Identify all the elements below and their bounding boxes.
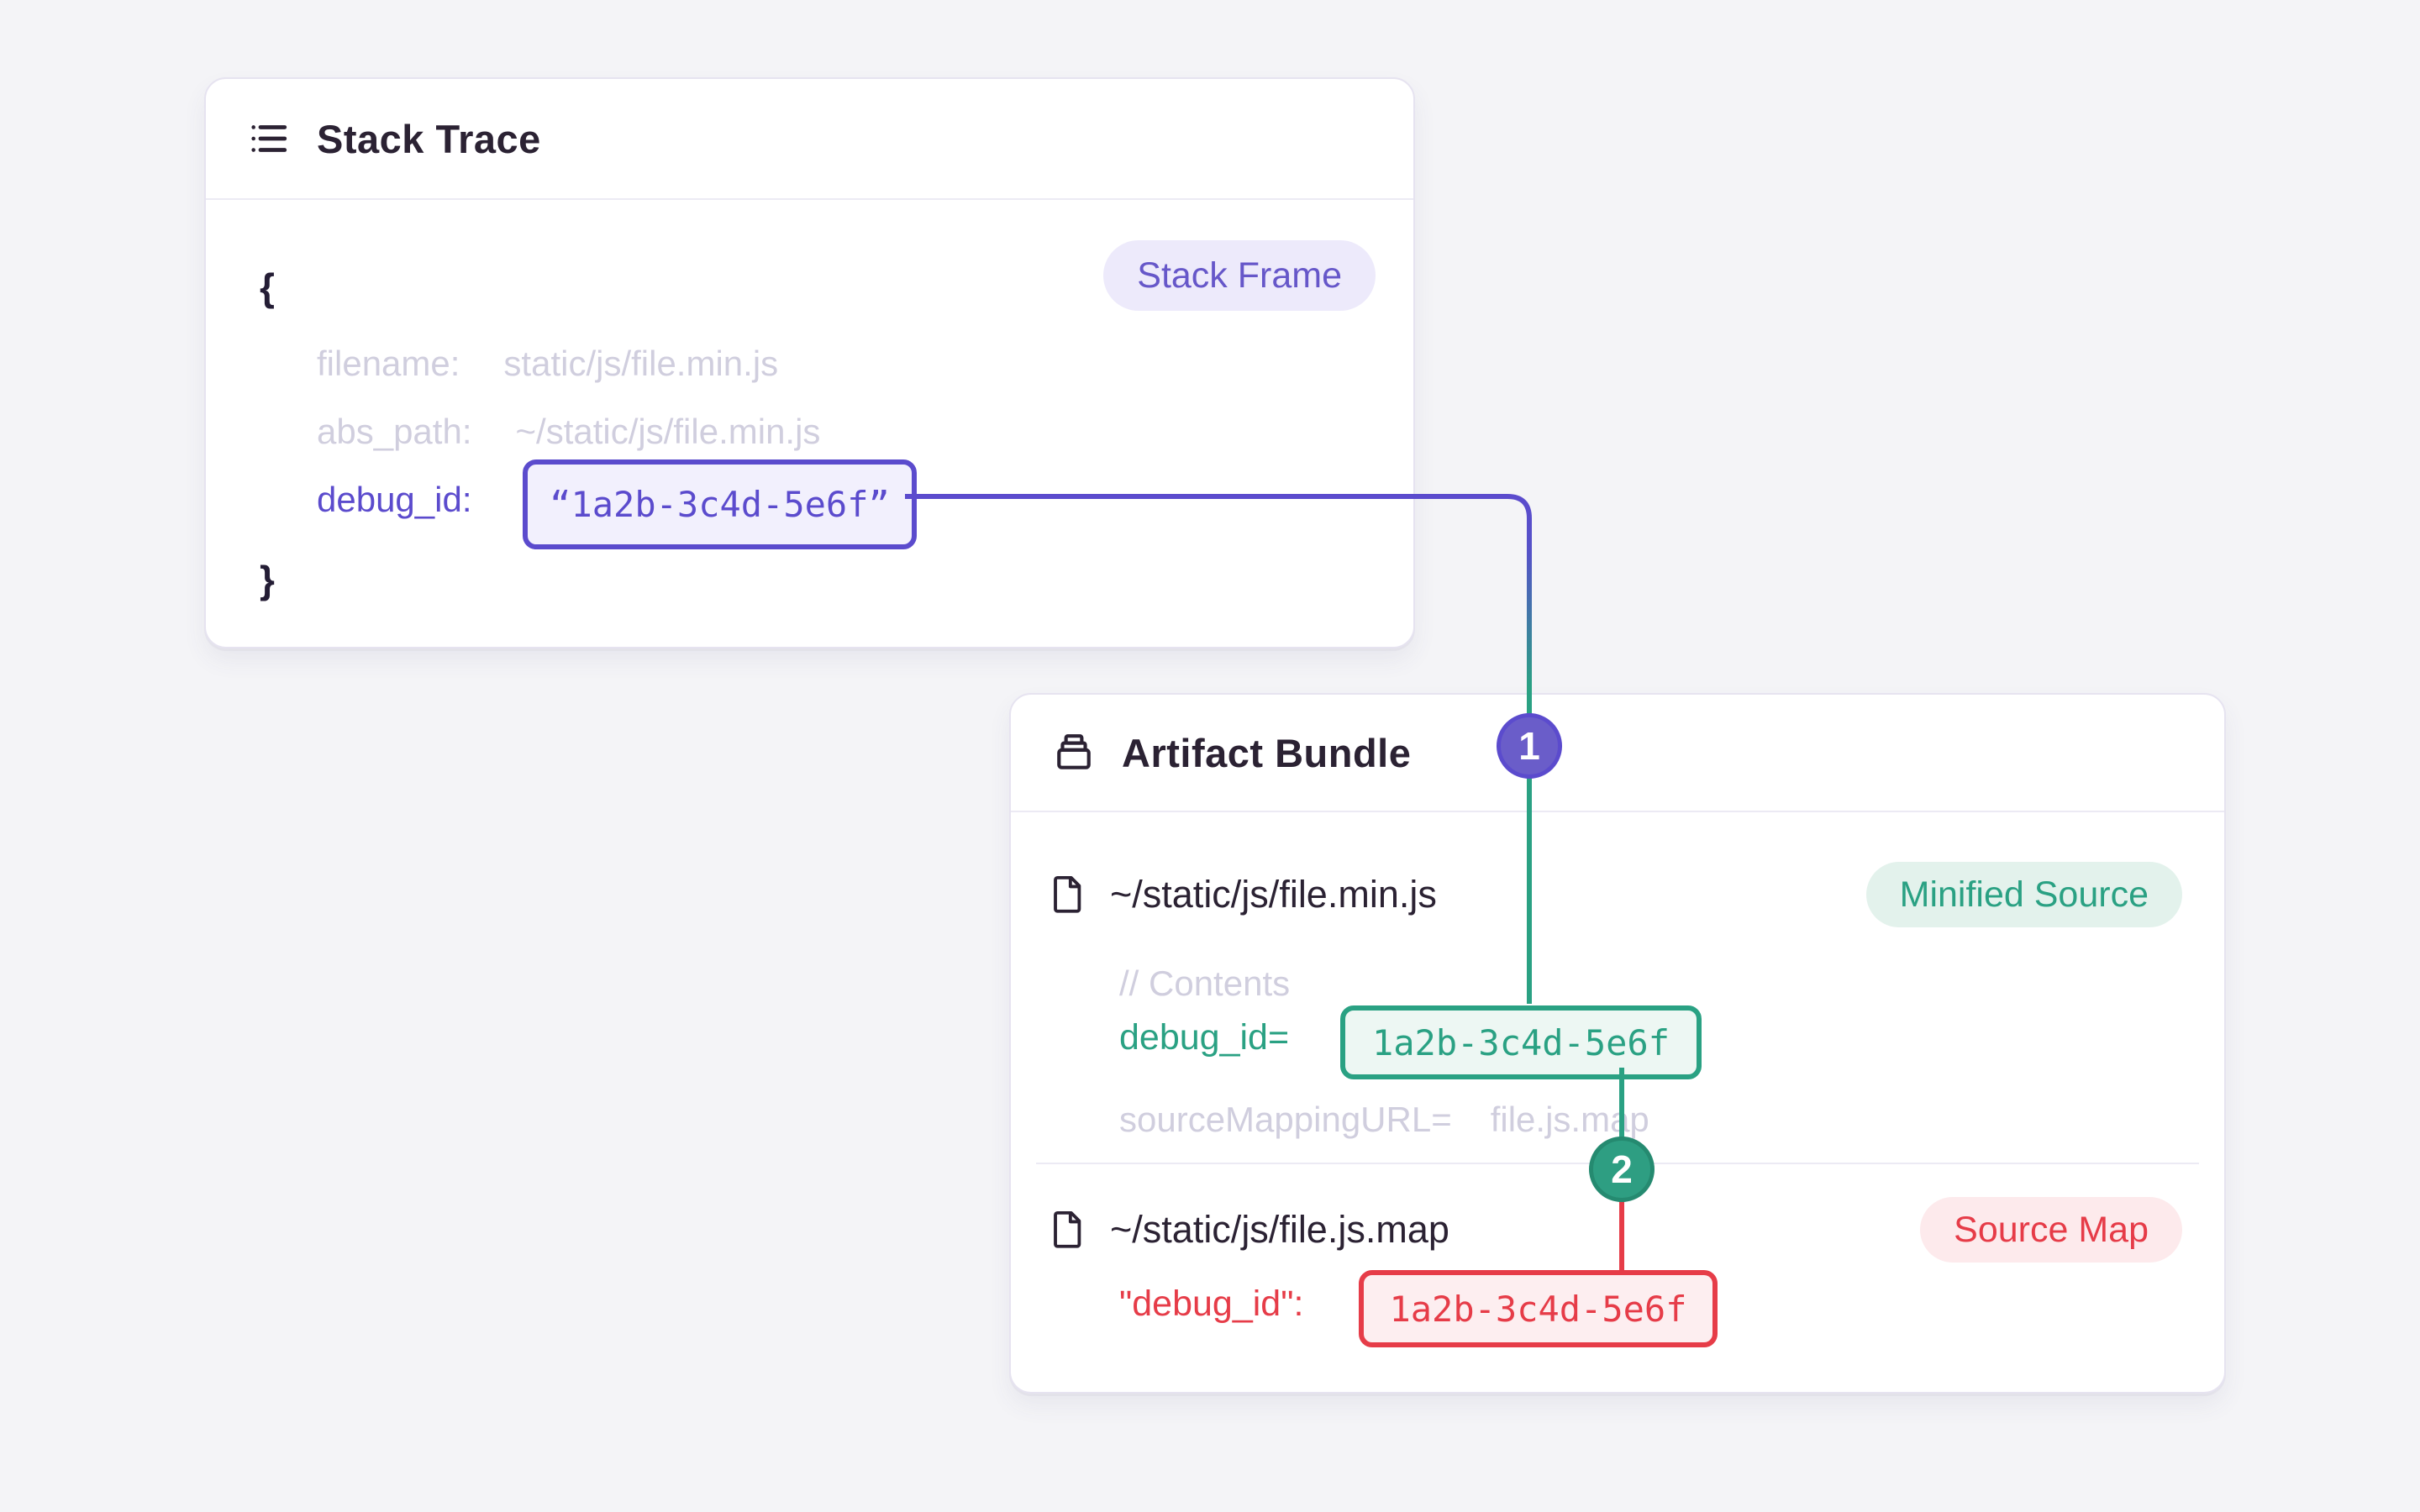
- filename-line: filename: static/js/file.min.js: [317, 339, 778, 388]
- stack-frame-badge: Stack Frame: [1103, 240, 1376, 311]
- source-mapping-key: sourceMappingURL=: [1119, 1100, 1452, 1139]
- stack-trace-title: Stack Trace: [317, 116, 541, 161]
- sourcemap-debug-id-value-box: 1a2b-3c4d-5e6f: [1359, 1270, 1718, 1347]
- artifact-bundle-header: Artifact Bundle: [1011, 695, 2224, 812]
- source-mapping-value: file.js.map: [1490, 1100, 1649, 1139]
- json-close-brace: }: [260, 558, 275, 601]
- bundle-stack-icon: [1057, 734, 1091, 769]
- list-icon: [251, 125, 287, 152]
- stack-trace-header: Stack Trace: [206, 79, 1413, 200]
- source-mapping-line: sourceMappingURL= file.js.map: [1119, 1095, 1649, 1145]
- contents-comment: // Contents: [1119, 963, 1291, 1003]
- filename-value: static/js/file.min.js: [503, 344, 779, 383]
- debug-id-key: debug_id:: [317, 479, 472, 519]
- json-open-brace: {: [260, 265, 275, 309]
- stack-trace-card: Stack Trace { Stack Frame filename: stat…: [204, 77, 1415, 648]
- minified-source-badge: Minified Source: [1865, 862, 2182, 927]
- step-1-badge: 1: [1497, 713, 1562, 779]
- abs-path-value: ~/static/js/file.min.js: [515, 412, 821, 451]
- artifact-bundle-card: Artifact Bundle ~/static/js/file.min.js …: [1009, 693, 2226, 1394]
- sourcemap-file-row: ~/static/js/file.js.map: [1048, 1194, 1449, 1265]
- minified-debug-id-key: debug_id=: [1119, 1016, 1290, 1058]
- abs-path-line: abs_path: ~/static/js/file.min.js: [317, 407, 820, 456]
- minified-file-path: ~/static/js/file.min.js: [1110, 873, 1437, 916]
- filename-key: filename:: [317, 344, 460, 383]
- sourcemap-file-path: ~/static/js/file.js.map: [1110, 1208, 1449, 1251]
- sourcemap-debug-id-key: "debug_id":: [1119, 1283, 1304, 1324]
- minified-debug-id-value-box: 1a2b-3c4d-5e6f: [1340, 1005, 1702, 1079]
- abs-path-key: abs_path:: [317, 412, 472, 451]
- file-icon: [1054, 875, 1081, 913]
- file-icon: [1054, 1210, 1081, 1248]
- artifact-bundle-title: Artifact Bundle: [1122, 730, 1412, 775]
- debug-id-value-box: “1a2b-3c4d-5e6f”: [523, 459, 917, 549]
- source-map-badge: Source Map: [1920, 1197, 2182, 1263]
- minified-file-row: ~/static/js/file.min.js: [1048, 859, 1437, 930]
- step-2-badge: 2: [1589, 1137, 1655, 1202]
